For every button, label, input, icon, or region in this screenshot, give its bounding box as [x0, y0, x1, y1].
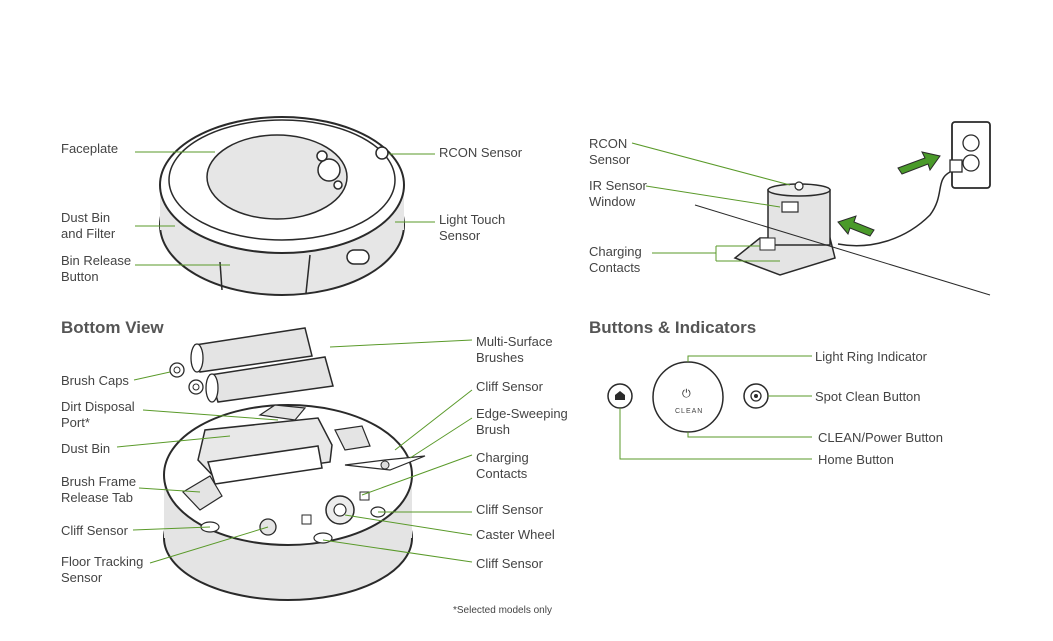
light-touch-label: Light Touch Sensor [439, 212, 506, 243]
robot-top-illustration [159, 116, 405, 296]
power-icon: ⏻ [682, 388, 691, 400]
cliff-sensor-bottom-label: Cliff Sensor [476, 556, 543, 571]
dock-rcon-sensor-label: RCON Sensor [589, 136, 631, 167]
home-button[interactable] [608, 384, 632, 408]
caster-wheel-label: Caster Wheel [476, 527, 555, 542]
spot-clean-button[interactable] [744, 384, 768, 408]
buttons-indicators-heading: Buttons & Indicators [589, 318, 757, 337]
robot-bottom-illustration [163, 404, 426, 601]
home-button-label: Home Button [818, 452, 894, 467]
dust-bin-label: Dust Bin [61, 441, 111, 456]
clean-power-button[interactable] [653, 362, 723, 432]
clean-power-label: CLEAN/Power Button [818, 430, 944, 445]
bin-release-label: Bin Release Button [61, 253, 132, 284]
buttons-illustration [607, 361, 769, 433]
spot-clean-label: Spot Clean Button [815, 389, 921, 404]
clean-button-label: CLEAN [675, 408, 704, 415]
cliff-sensor-mid-label: Cliff Sensor [476, 502, 543, 517]
bottom-charging-contacts-label: Charging Contacts [476, 450, 529, 481]
dirt-disposal-label: Dirt Disposal Port* [61, 399, 135, 430]
brushes-illustration [169, 327, 334, 403]
light-ring-label: Light Ring Indicator [815, 349, 928, 364]
bottom-view-heading: Bottom View [61, 318, 164, 337]
edge-sweeping-label: Edge-Sweeping Brush [476, 406, 568, 437]
footnote: *Selected models only [453, 605, 552, 616]
cliff-sensor-left-label: Cliff Sensor [61, 523, 128, 538]
multi-surface-label: Multi-Surface Brushes [476, 334, 553, 365]
dust-bin-filter-label: Dust Bin and Filter [61, 210, 116, 241]
brush-frame-label: Brush Frame Release Tab [61, 474, 137, 505]
brush-caps-label: Brush Caps [61, 373, 129, 388]
rcon-sensor-label: RCON Sensor [439, 145, 523, 160]
dock-charging-contacts-label: Charging Contacts [589, 244, 642, 275]
dock-illustration [694, 121, 991, 296]
ir-sensor-window-label: IR Sensor Window [589, 178, 647, 209]
cliff-sensor-top-label: Cliff Sensor [476, 379, 543, 394]
floor-tracking-label: Floor Tracking Sensor [61, 554, 144, 585]
faceplate-label: Faceplate [61, 141, 119, 156]
